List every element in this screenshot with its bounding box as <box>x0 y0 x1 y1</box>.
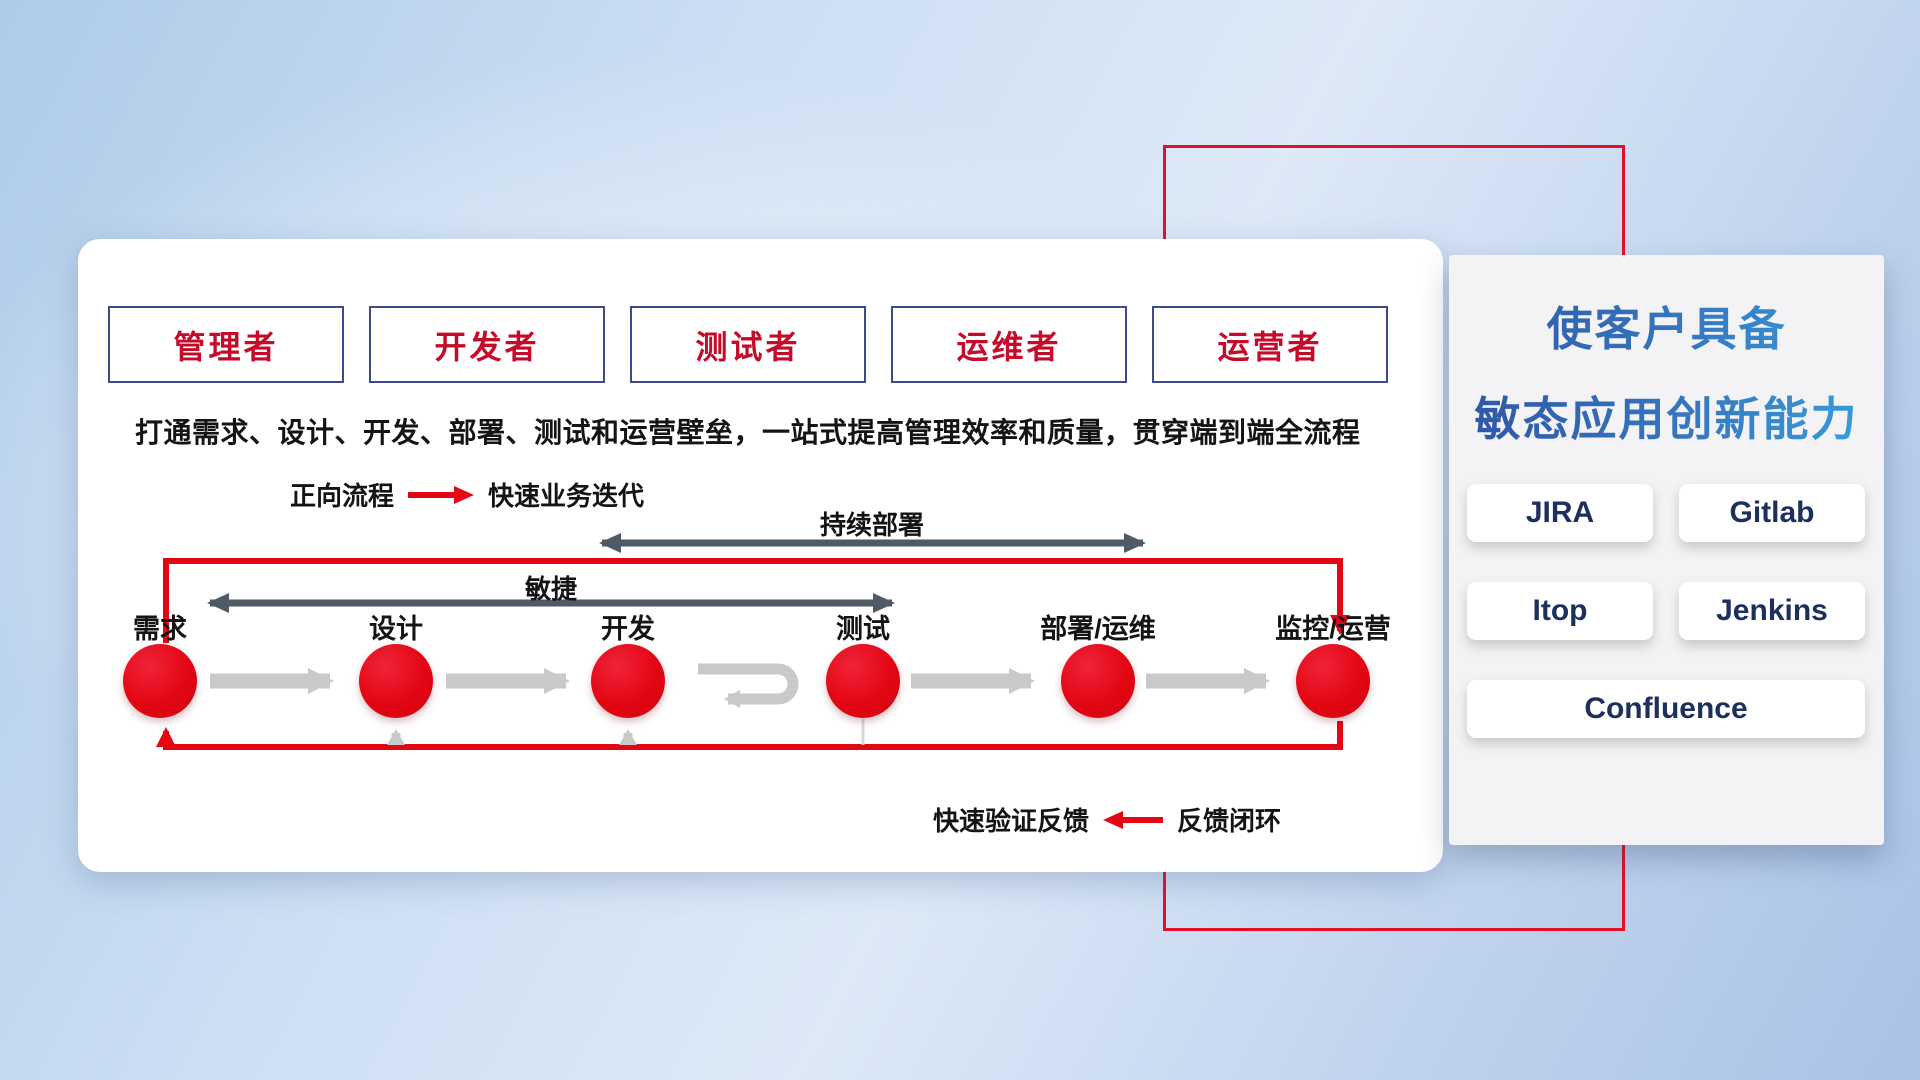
role-label: 运维者 <box>956 328 1062 365</box>
feedback-loop-bottom-line <box>156 721 1343 750</box>
feedback-loop-top-line <box>163 558 1350 643</box>
iteration-loop-arrow <box>698 663 799 708</box>
stage-node-design <box>359 644 433 718</box>
feedback-legend: 快速验证反馈 反馈闭环 <box>933 801 1281 838</box>
forward-flow-legend: 正向流程 快速业务迭代 <box>290 476 644 513</box>
stage-node-requirements <box>123 644 197 718</box>
stage-node-monitor-ops <box>1296 644 1370 718</box>
role-label: 开发者 <box>434 328 540 365</box>
stage-label-design: 设计 <box>369 614 423 644</box>
role-label: 运营者 <box>1217 328 1323 365</box>
capability-title-line1: 使客户具备 <box>1449 293 1884 359</box>
feedback-loop-label: 反馈闭环 <box>1177 806 1282 836</box>
forward-flow-label: 正向流程 <box>290 481 395 511</box>
tools-grid: JIRA Gitlab Itop Jenkins Confluence <box>1467 484 1865 738</box>
capability-panel: 使客户具备 敏态应用创新能力 JIRA Gitlab Itop Jenkins … <box>1449 255 1884 845</box>
role-box-manager: 管理者 <box>108 306 344 383</box>
roles-row: 管理者 开发者 测试者 运维者 运营者 <box>108 306 1388 383</box>
stage-node-development <box>591 644 665 718</box>
stage-node-deploy-ops <box>1061 644 1135 718</box>
devops-process-panel: 管理者 开发者 测试者 运维者 运营者 打通需求、设计、开发、部署、测试和运营壁… <box>78 239 1443 872</box>
role-box-developer: 开发者 <box>369 306 605 383</box>
tool-jira: JIRA <box>1467 484 1653 542</box>
tool-itop: Itop <box>1467 582 1653 640</box>
process-description: 打通需求、设计、开发、部署、测试和运营壁垒，一站式提高管理效率和质量，贯穿端到端… <box>135 417 1361 448</box>
red-right-arrow-icon <box>408 485 475 504</box>
tool-confluence: Confluence <box>1467 680 1865 738</box>
stage-label-testing: 测试 <box>836 614 890 644</box>
stage-label-deploy-ops: 部署/运维 <box>1040 614 1156 644</box>
role-label: 测试者 <box>695 328 801 365</box>
stage-node-testing <box>826 644 900 718</box>
role-box-ops: 运维者 <box>891 306 1127 383</box>
forward-flow-text: 快速业务迭代 <box>488 481 645 511</box>
role-box-operator: 运营者 <box>1152 306 1388 383</box>
capability-title-line2: 敏态应用创新能力 <box>1449 383 1884 449</box>
stage-label-monitor-ops: 监控/运营 <box>1275 614 1391 644</box>
stage-label-requirements: 需求 <box>133 614 187 644</box>
tool-gitlab: Gitlab <box>1679 484 1865 542</box>
tool-jenkins: Jenkins <box>1679 582 1865 640</box>
role-label: 管理者 <box>173 328 279 365</box>
agile-label: 敏捷 <box>524 574 577 604</box>
stage-label-development: 开发 <box>601 614 655 644</box>
flow-diagram-arrows <box>156 533 1350 750</box>
continuous-deploy-label: 持续部署 <box>819 510 924 540</box>
feedback-text: 快速验证反馈 <box>933 806 1090 836</box>
red-left-arrow-icon <box>1103 810 1164 829</box>
role-box-tester: 测试者 <box>630 306 866 383</box>
